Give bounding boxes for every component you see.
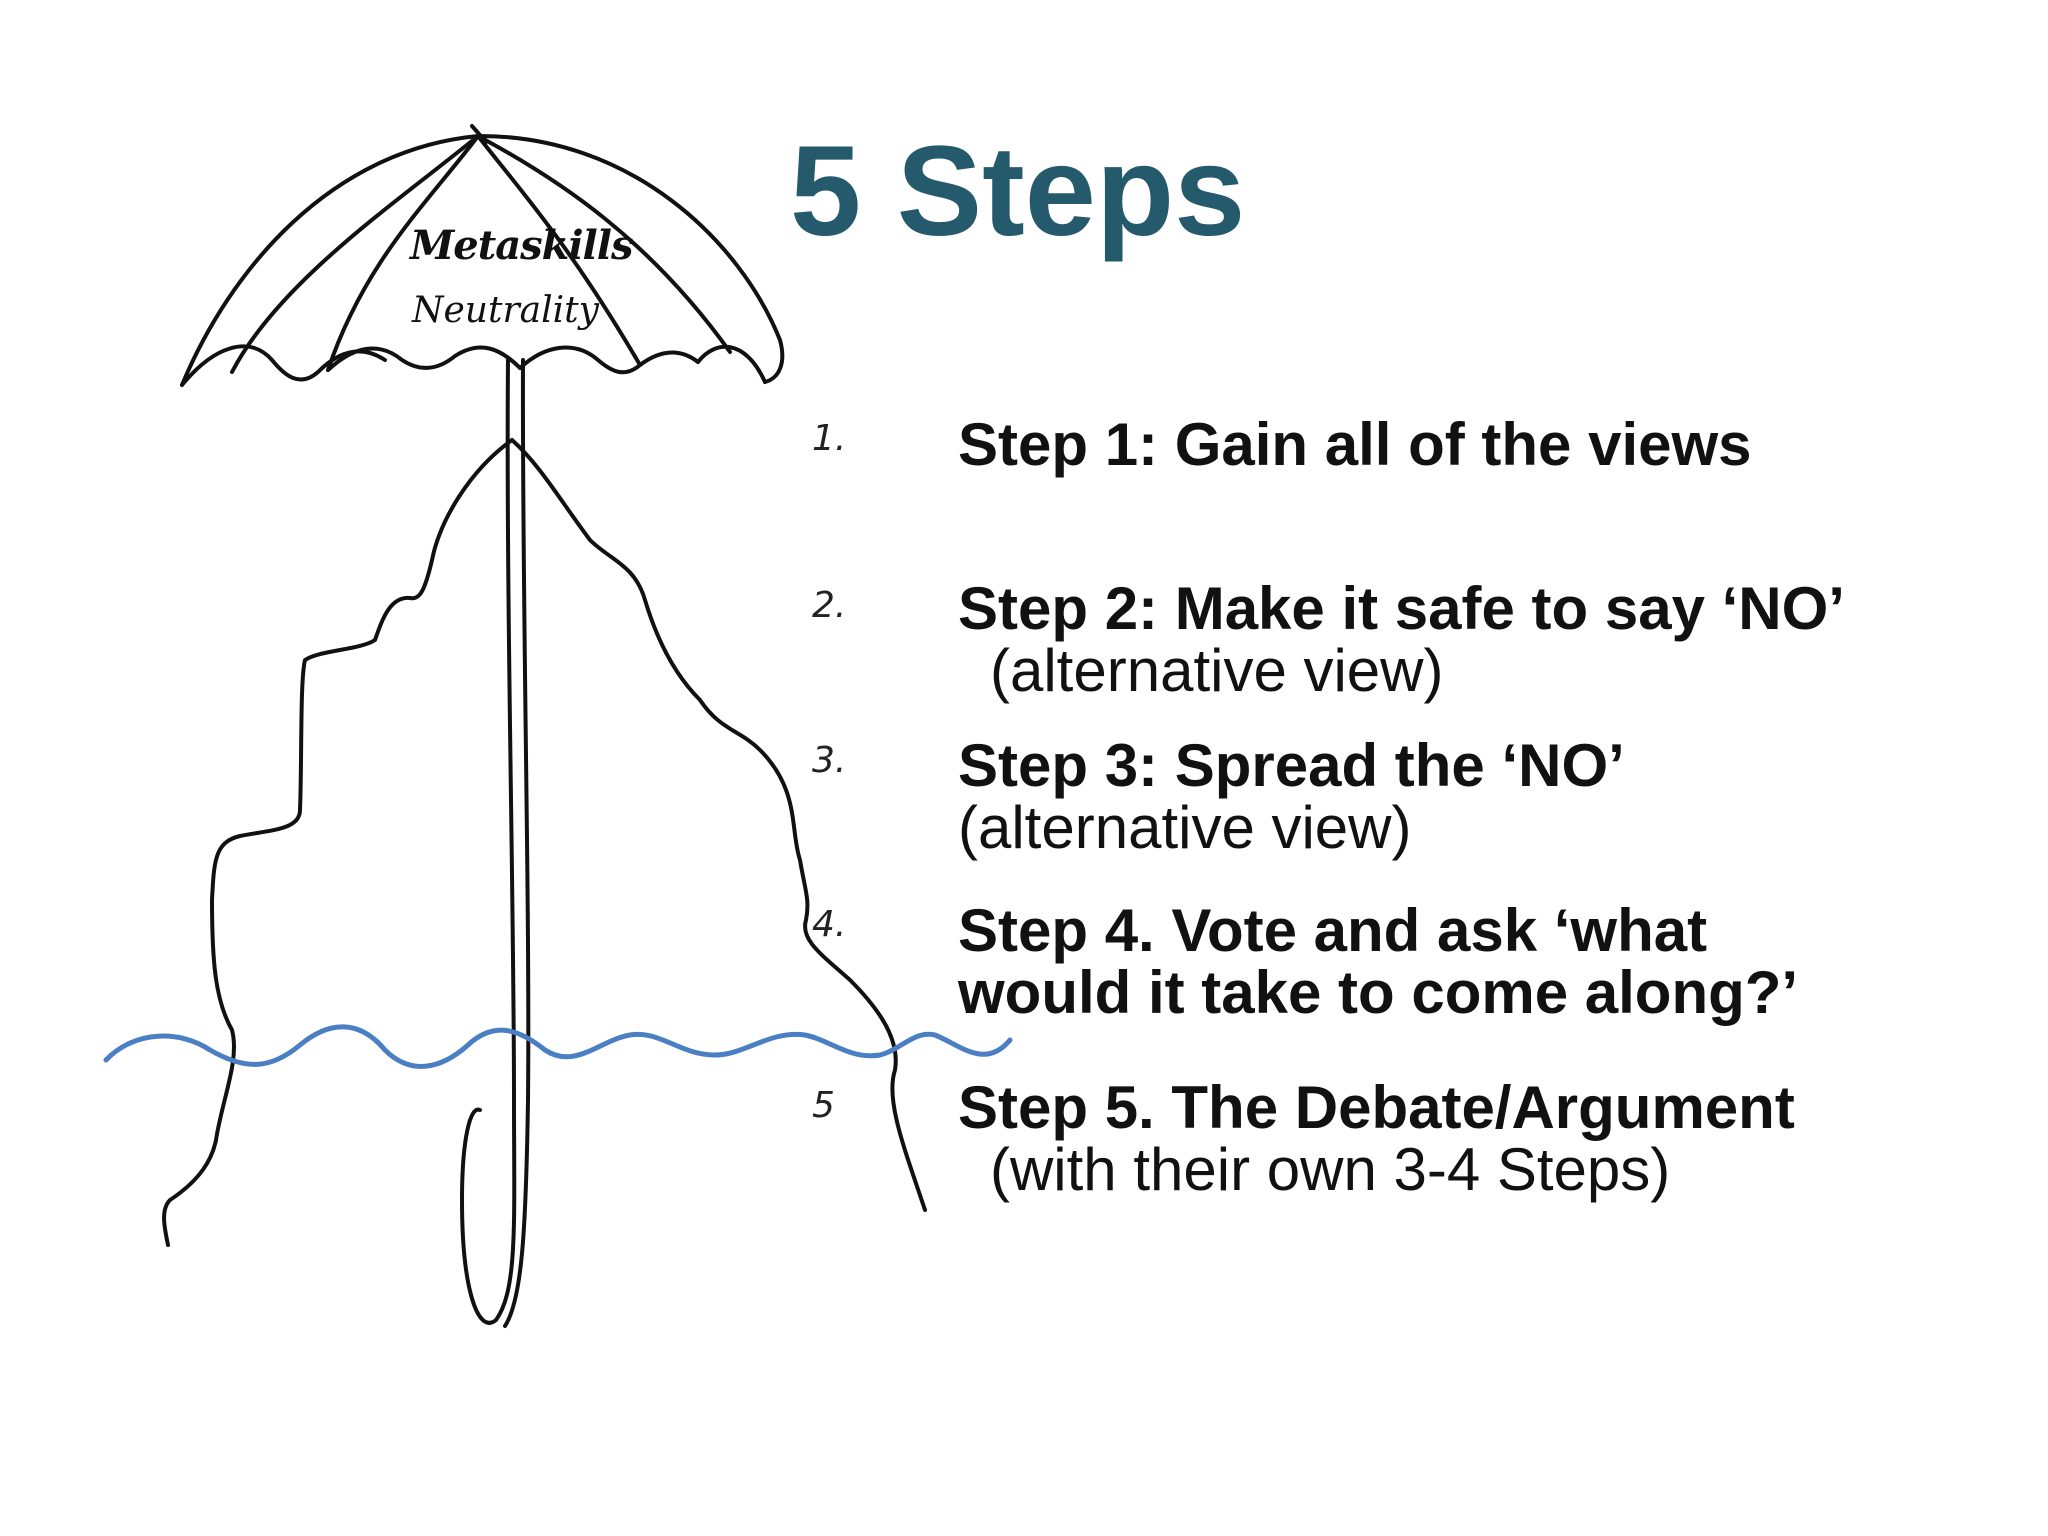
water-line bbox=[103, 1024, 1013, 1069]
step-2-heading: Step 2: Make it safe to say ‘NO’ bbox=[958, 575, 1845, 642]
step-4-heading-cont: would it take to come along?’ bbox=[958, 959, 1799, 1026]
step-4: Step 4. Vote and ask ‘what would it take… bbox=[958, 900, 1798, 1024]
umbrella-label-neutrality: Neutrality bbox=[412, 290, 599, 331]
step-2: Step 2: Make it safe to say ‘NO’ (altern… bbox=[958, 578, 1845, 702]
step-2-subtext: (alternative view) bbox=[990, 637, 1444, 704]
step-5-heading: Step 5. The Debate/Argument bbox=[958, 1074, 1795, 1141]
step-2-number: 2. bbox=[812, 585, 847, 626]
step-1-heading: Step 1: Gain all of the views bbox=[958, 411, 1752, 478]
step-4-number: 4. bbox=[812, 904, 847, 945]
page-title: 5 Steps bbox=[790, 120, 1246, 263]
step-1-number: 1. bbox=[812, 418, 847, 459]
umbrella-shaft bbox=[459, 358, 531, 1328]
umbrella-label-metaskills: Metaskills bbox=[410, 222, 633, 269]
step-3: Step 3: Spread the ‘NO’ (alternative vie… bbox=[958, 735, 1625, 859]
step-5-subtext: (with their own 3-4 Steps) bbox=[990, 1136, 1671, 1203]
step-1: Step 1: Gain all of the views bbox=[958, 414, 1752, 476]
umbrella-canopy bbox=[180, 124, 785, 387]
step-5: Step 5. The Debate/Argument (with their … bbox=[958, 1077, 1795, 1201]
step-5-number: 5 bbox=[812, 1085, 835, 1126]
iceberg-outline bbox=[162, 438, 927, 1247]
step-3-subtext: (alternative view) bbox=[958, 794, 1412, 861]
step-3-heading: Step 3: Spread the ‘NO’ bbox=[958, 732, 1625, 799]
step-3-number: 3. bbox=[812, 740, 847, 781]
step-4-heading: Step 4. Vote and ask ‘what bbox=[958, 897, 1708, 964]
